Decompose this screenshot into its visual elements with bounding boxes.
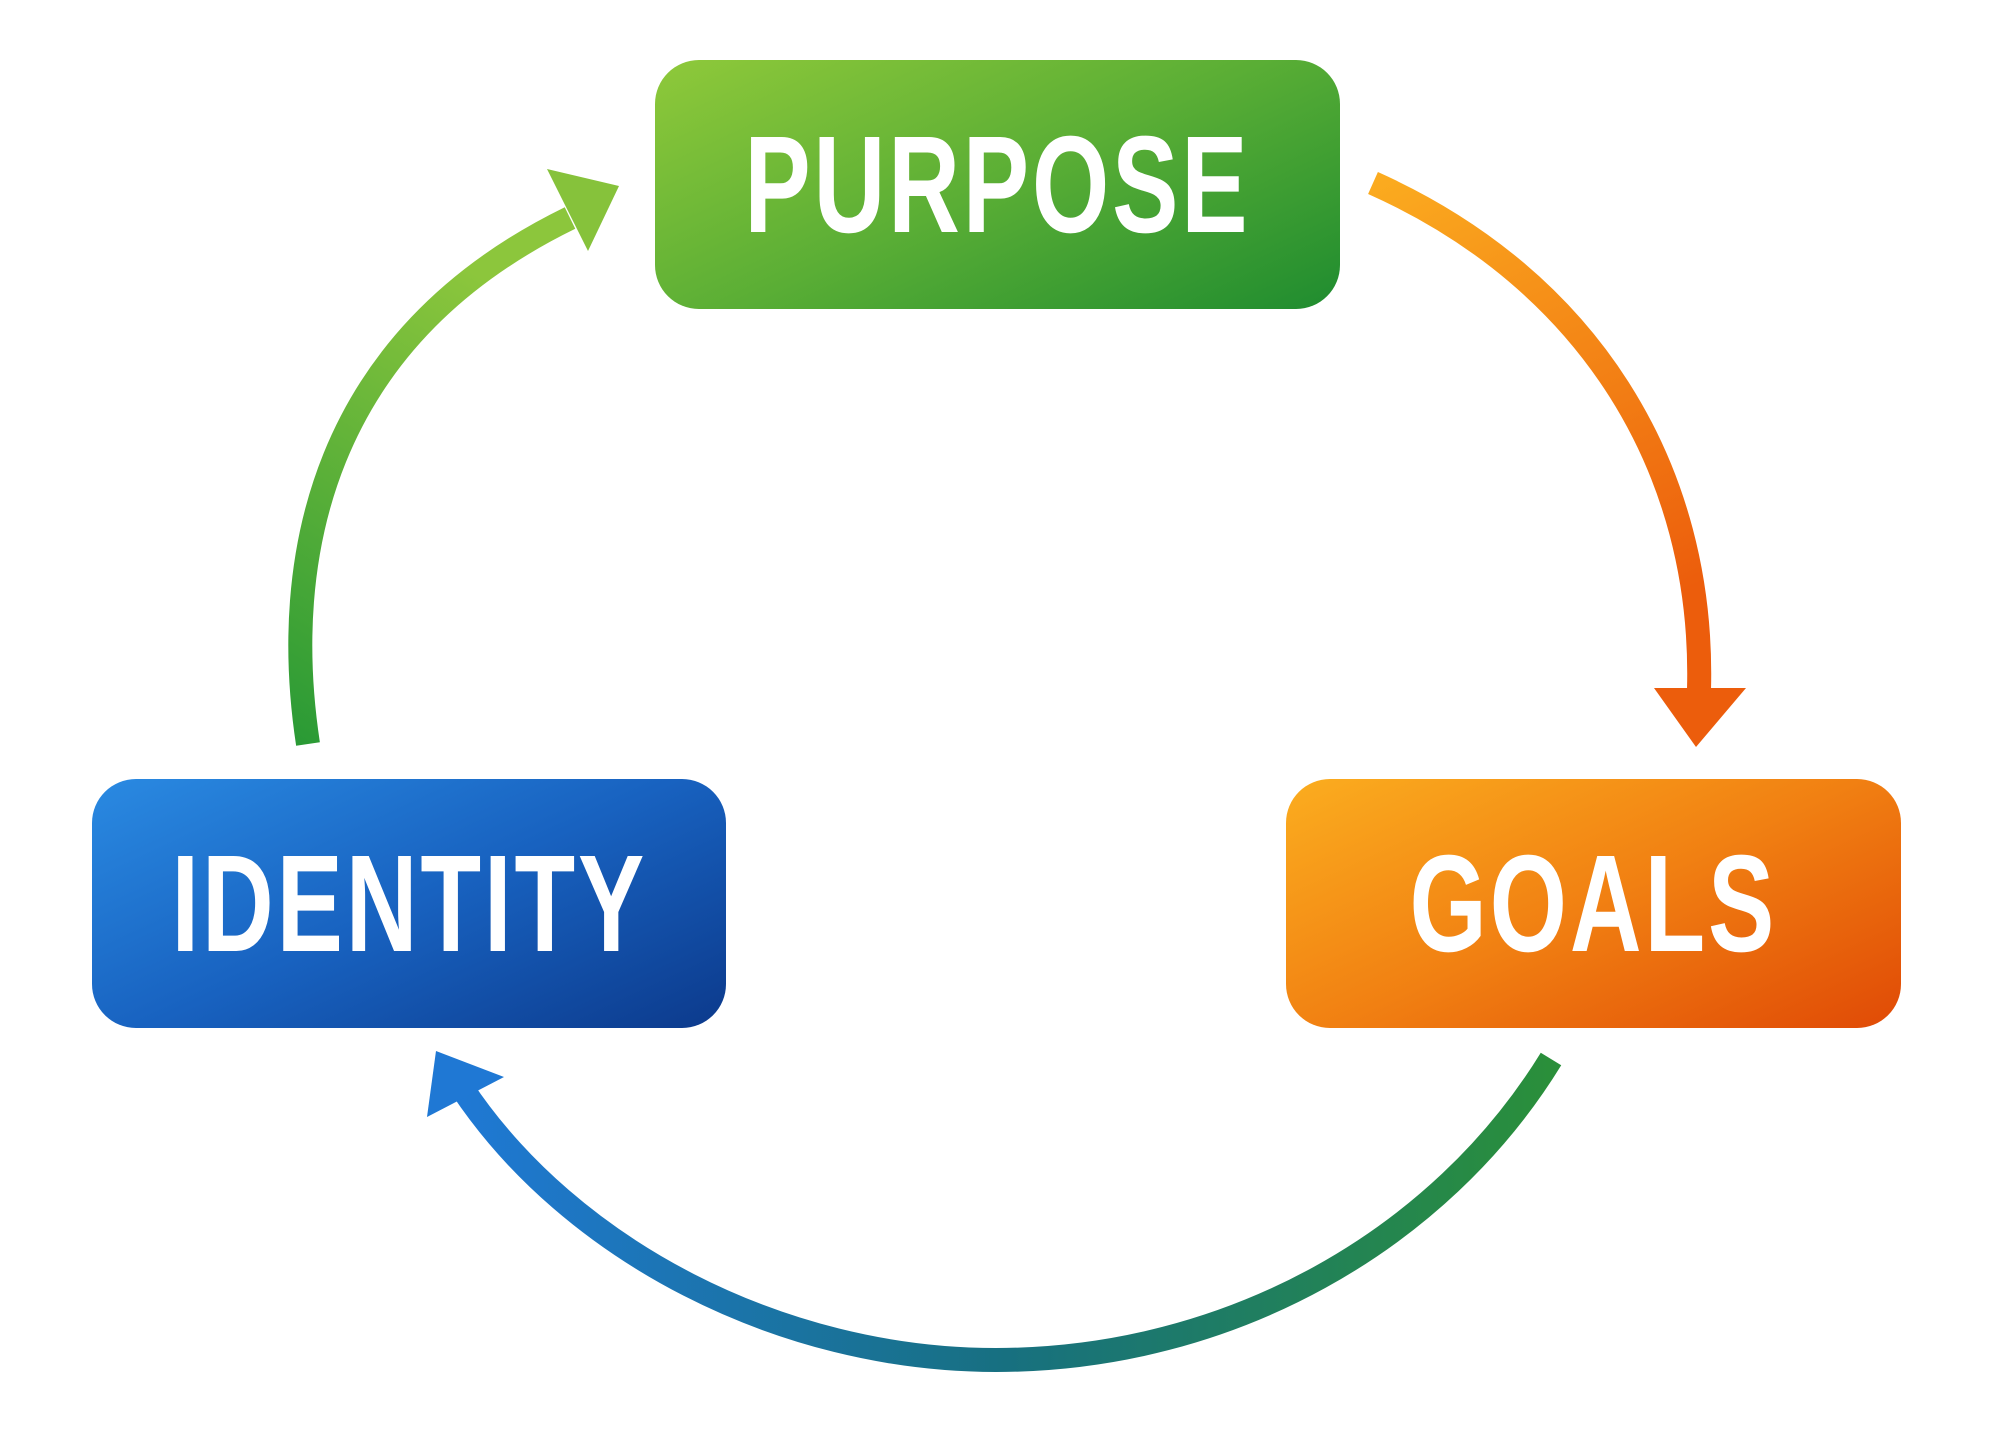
node-purpose: PURPOSE xyxy=(655,60,1340,309)
node-goals-label: GOALS xyxy=(1409,826,1778,981)
node-goals: GOALS xyxy=(1286,779,1901,1028)
node-identity: IDENTITY xyxy=(92,779,726,1028)
arrow-identity-to-purpose xyxy=(288,169,619,746)
node-purpose-label: PURPOSE xyxy=(744,107,1251,262)
node-identity-label: IDENTITY xyxy=(171,826,647,981)
arrow-purpose-to-goals xyxy=(1368,172,1746,747)
arrow-goals-to-identity xyxy=(427,1051,1562,1373)
